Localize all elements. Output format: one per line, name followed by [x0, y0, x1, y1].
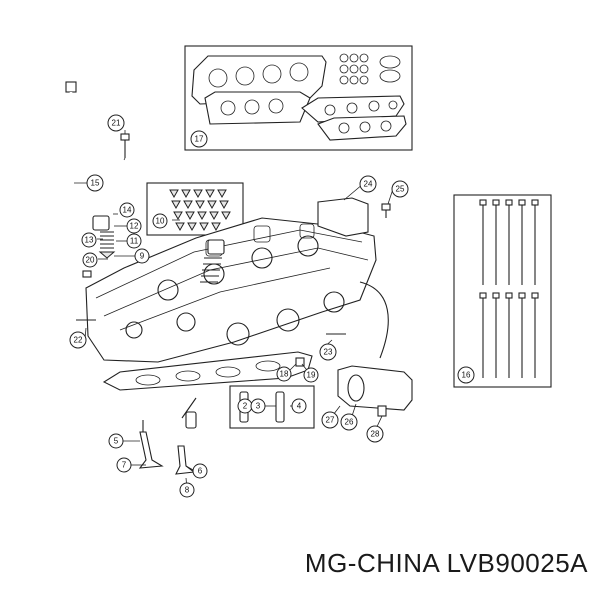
callout-14: 14	[119, 202, 135, 218]
small-bolt	[120, 133, 130, 158]
callout-19: 19	[303, 367, 319, 383]
cover-plate	[317, 197, 391, 237]
svg-text:25: 25	[396, 185, 405, 194]
callout-8: 8	[179, 482, 195, 498]
callout-16: 16	[457, 366, 475, 384]
collets-panel	[146, 182, 244, 236]
svg-text:13: 13	[85, 236, 94, 245]
svg-text:21: 21	[112, 119, 121, 128]
valves	[138, 397, 197, 475]
svg-text:24: 24	[364, 180, 373, 189]
callout-21: 21	[107, 114, 125, 132]
callout-10: 10	[152, 213, 168, 229]
callout-12: 12	[126, 218, 142, 234]
svg-text:9: 9	[140, 252, 145, 261]
callout-26: 26	[340, 413, 358, 431]
callout-18: 18	[276, 366, 292, 382]
callout-25: 25	[391, 180, 409, 198]
gasket-kit-panel	[184, 45, 413, 151]
callout-24: 24	[359, 175, 377, 193]
callout-27: 27	[321, 411, 339, 429]
callout-4: 4	[291, 398, 307, 414]
brand-text: MG-CHINA	[304, 548, 439, 578]
callout-15: 15	[86, 174, 104, 192]
head-bolts-panel	[453, 194, 552, 388]
svg-text:14: 14	[123, 206, 132, 215]
callouts: 2 3 4 5 6 7 8 9 10 11 12 13 14 15 16 17 …	[69, 114, 475, 498]
svg-text:5: 5	[114, 437, 119, 446]
svg-text:3: 3	[256, 402, 261, 411]
svg-text:20: 20	[86, 256, 95, 265]
callout-3: 3	[250, 398, 266, 414]
callout-13: 13	[81, 232, 97, 248]
callout-9: 9	[134, 248, 150, 264]
svg-text:16: 16	[462, 371, 471, 380]
studs	[76, 319, 346, 335]
callout-11: 11	[126, 233, 142, 249]
callout-6: 6	[192, 463, 208, 479]
callout-23: 23	[319, 343, 337, 361]
part-number-caption: MG-CHINA LVB90025A	[0, 548, 588, 579]
svg-text:28: 28	[371, 430, 380, 439]
svg-text:6: 6	[198, 467, 203, 476]
svg-text:18: 18	[280, 370, 289, 379]
svg-text:12: 12	[130, 222, 139, 231]
cylinder-head	[85, 217, 377, 363]
callout-22: 22	[69, 331, 87, 349]
part-number-text: LVB90025A	[446, 548, 588, 578]
callout-5: 5	[108, 433, 124, 449]
svg-text:11: 11	[130, 237, 139, 246]
svg-text:26: 26	[345, 418, 354, 427]
callout-17: 17	[190, 130, 208, 148]
callout-20: 20	[82, 252, 98, 268]
svg-text:8: 8	[185, 486, 190, 495]
svg-text:23: 23	[324, 348, 333, 357]
lower-head-gasket	[102, 351, 313, 391]
svg-text:7: 7	[122, 461, 127, 470]
valve-spring-stack	[82, 215, 225, 283]
callout-2: 2	[237, 398, 253, 414]
svg-text:19: 19	[307, 371, 316, 380]
svg-text:2: 2	[243, 402, 248, 411]
callout-7: 7	[116, 457, 132, 473]
svg-text:10: 10	[156, 217, 165, 226]
svg-text:4: 4	[297, 402, 302, 411]
svg-text:17: 17	[195, 135, 204, 144]
long-bolt	[65, 81, 77, 286]
svg-text:15: 15	[91, 179, 100, 188]
callout-28: 28	[366, 425, 384, 443]
svg-text:22: 22	[74, 336, 83, 345]
svg-text:27: 27	[326, 416, 335, 425]
